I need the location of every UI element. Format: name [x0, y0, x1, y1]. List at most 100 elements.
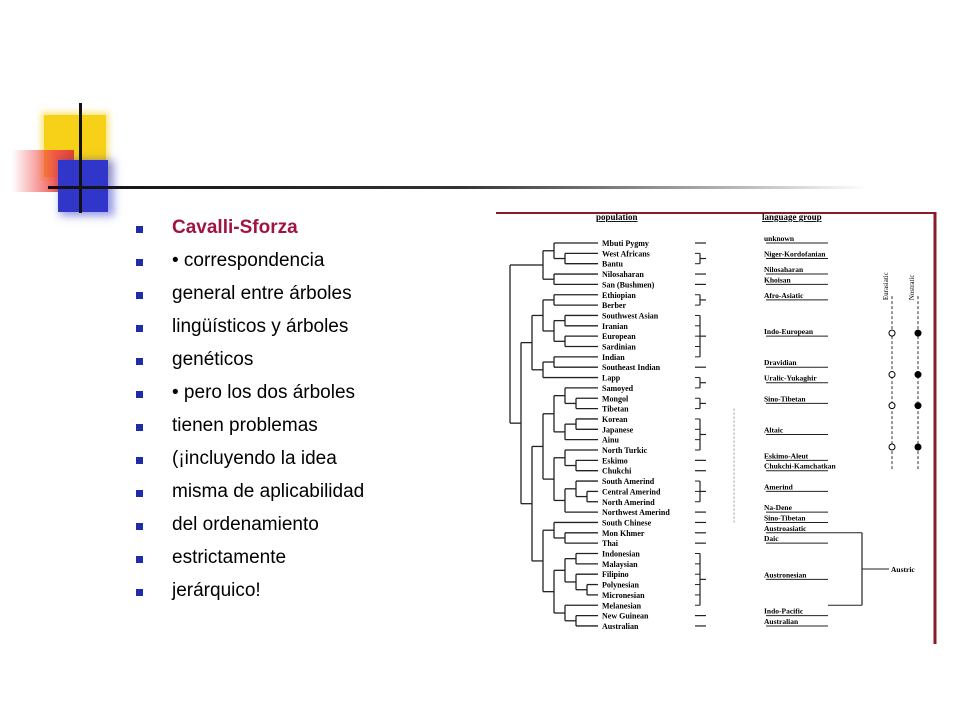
language-group-label: Sino-Tibetan: [764, 394, 806, 403]
bullet-text: genéticos: [172, 349, 254, 370]
bullet-text: lingüísticos y árboles: [172, 316, 349, 337]
bullet-item: jerárquico!: [136, 580, 396, 602]
decor-vertical-line: [79, 103, 82, 213]
bullet-item: lingüísticos y árboles: [136, 316, 396, 338]
bullet-square-icon: [136, 358, 143, 365]
bullet-square-icon: [136, 556, 143, 563]
language-group-label: Austroasiatic: [764, 524, 807, 533]
marker-column-label: Nostratic: [908, 274, 916, 300]
population-label: Ethiopian: [602, 291, 636, 300]
language-group-label: unknown: [764, 234, 795, 243]
bullet-text: Cavalli-Sforza: [172, 217, 298, 238]
language-group-label: Afro-Asiatic: [764, 291, 804, 300]
bullet-square-icon: [136, 226, 143, 233]
population-label: Sardinian: [602, 343, 636, 352]
population-label: South Amerind: [602, 477, 655, 486]
figure-header-population: population: [596, 212, 638, 222]
population-label: Mon Khmer: [602, 529, 645, 538]
title-divider-line: [48, 186, 868, 189]
population-label: South Chinese: [602, 518, 652, 527]
population-label: Iranian: [602, 322, 628, 331]
population-label: Samoyed: [602, 384, 634, 393]
bullet-text: tienen problemas: [172, 415, 318, 436]
marker-dot: [914, 402, 922, 410]
language-group-label: Eskimo-Aleut: [764, 451, 809, 460]
marker-dot: [888, 371, 896, 379]
population-label: San (Bushmen): [602, 280, 655, 289]
bullet-square-icon: [136, 523, 143, 530]
population-label: Eskimo: [602, 456, 628, 465]
language-group-label: Amerind: [764, 482, 794, 491]
population-label: Malaysian: [602, 560, 638, 569]
population-label: Berber: [602, 301, 626, 310]
bullet-text: (¡incluyendo la idea: [172, 448, 337, 469]
bullet-item: genéticos: [136, 349, 396, 371]
population-label: Polynesian: [602, 581, 639, 590]
bullet-item: • pero los dos árboles: [136, 382, 396, 404]
population-label: European: [602, 332, 636, 341]
bullet-square-icon: [136, 325, 143, 332]
marker-dot: [888, 329, 896, 337]
population-label: North Amerind: [602, 498, 655, 507]
language-group-label: Daic: [764, 534, 779, 543]
population-label: Melanesian: [602, 601, 642, 610]
bullet-square-icon: [136, 424, 143, 431]
population-label: Nilosaharan: [602, 270, 644, 279]
bullet-item: misma de aplicabilidad: [136, 481, 396, 503]
bullet-text: general entre árboles: [172, 283, 352, 304]
population-label: Korean: [602, 415, 628, 424]
bullet-item: (¡incluyendo la idea: [136, 448, 396, 470]
population-label: Southeast Indian: [602, 363, 661, 372]
population-label: Australian: [602, 622, 639, 631]
bullet-item: tienen problemas: [136, 415, 396, 437]
population-label: Ainu: [602, 436, 619, 445]
marker-dot: [888, 402, 896, 410]
population-label: Northwest Amerind: [602, 508, 670, 517]
population-label: Tibetan: [602, 405, 629, 414]
bullet-item: Cavalli-Sforza: [136, 217, 396, 239]
population-label: Central Amerind: [602, 487, 661, 496]
population-label: Mongol: [602, 394, 629, 403]
language-group-label: Sino-Tibetan: [764, 513, 806, 522]
bullet-item: estrictamente: [136, 547, 396, 569]
population-label: Chukchi: [602, 467, 632, 476]
bullet-item: general entre árboles: [136, 283, 396, 305]
bullet-square-icon: [136, 292, 143, 299]
austric-label: Austric: [891, 565, 915, 574]
population-label: New Guinean: [602, 612, 649, 621]
population-label: Indonesian: [602, 550, 640, 559]
bullet-text: • correspondencia: [172, 250, 325, 271]
bullet-square-icon: [136, 391, 143, 398]
language-group-label: Nilosaharan: [764, 265, 804, 274]
population-label: West Africans: [602, 249, 650, 258]
language-group-label: Khoisan: [764, 275, 792, 284]
marker-dot: [914, 329, 922, 337]
bullet-square-icon: [136, 490, 143, 497]
population-label: Indian: [602, 353, 625, 362]
bullet-text: • pero los dos árboles: [172, 382, 356, 403]
bullet-item: del ordenamiento: [136, 514, 396, 536]
population-label: North Turkic: [602, 446, 648, 455]
bullet-square-icon: [136, 259, 143, 266]
marker-dot: [914, 371, 922, 379]
figure-header-language: language group: [762, 212, 822, 222]
bullet-item: • correspondencia: [136, 250, 396, 272]
population-label: Mbuti Pygmy: [602, 239, 649, 248]
bullet-text: del ordenamiento: [172, 514, 319, 535]
marker-dot: [914, 443, 922, 451]
language-group-label: Indo-European: [764, 327, 814, 336]
bullet-text: misma de aplicabilidad: [172, 481, 365, 502]
population-label: Southwest Asian: [602, 311, 659, 320]
phylogeny-tree-image: population language group Mbuti PygmyWes…: [494, 210, 940, 645]
population-label: Lapp: [602, 374, 621, 383]
population-label: Filipino: [602, 570, 629, 579]
language-group-label: Austronesian: [764, 570, 807, 579]
population-label: Japanese: [602, 425, 634, 434]
language-group-label: Niger-Kordofanian: [764, 250, 826, 259]
population-label: Micronesian: [602, 591, 645, 600]
language-group-label: Australian: [764, 617, 799, 626]
language-group-label: Dravidian: [764, 358, 797, 367]
population-label: Thai: [602, 539, 619, 548]
language-group-label: Na-Dene: [764, 503, 793, 512]
